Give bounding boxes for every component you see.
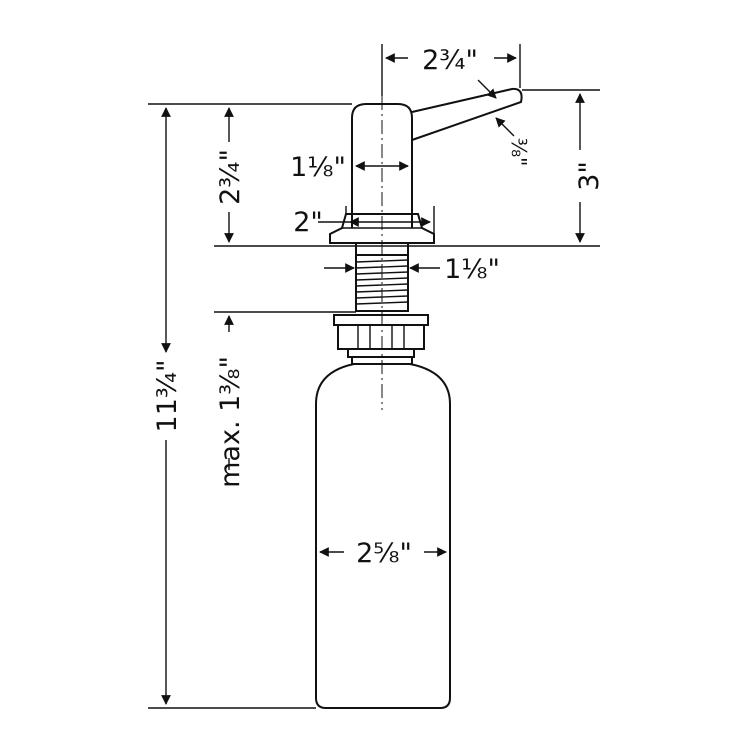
arm-diameter-label: ⅜" xyxy=(507,138,531,167)
arm-length-label: 2¾" xyxy=(422,45,478,76)
shank-diameter-label: 1⅛" xyxy=(444,254,500,285)
dimension-labels: 2¾" ⅜" 3" 2¾" 1⅛" 2" 1⅛" 11¾" max. 1⅜" 2… xyxy=(152,45,605,569)
max-counter-label: max. 1⅜" xyxy=(215,356,246,488)
spout-arm xyxy=(411,87,523,141)
total-height-label: 11¾" xyxy=(152,360,183,433)
extension-lines xyxy=(148,44,600,709)
dimension-lines xyxy=(161,53,585,705)
pump-height-label: 2¾" xyxy=(215,149,246,205)
flange-diameter-label: 2" xyxy=(293,207,323,238)
bottle-nut xyxy=(333,314,429,365)
bottle-diameter-label: 2⅝" xyxy=(356,538,412,569)
spout-height-label: 3" xyxy=(574,161,605,191)
bottle-body xyxy=(315,363,451,709)
pump-diameter-label: 1⅛" xyxy=(290,152,346,183)
dispenser-outline xyxy=(315,87,523,709)
